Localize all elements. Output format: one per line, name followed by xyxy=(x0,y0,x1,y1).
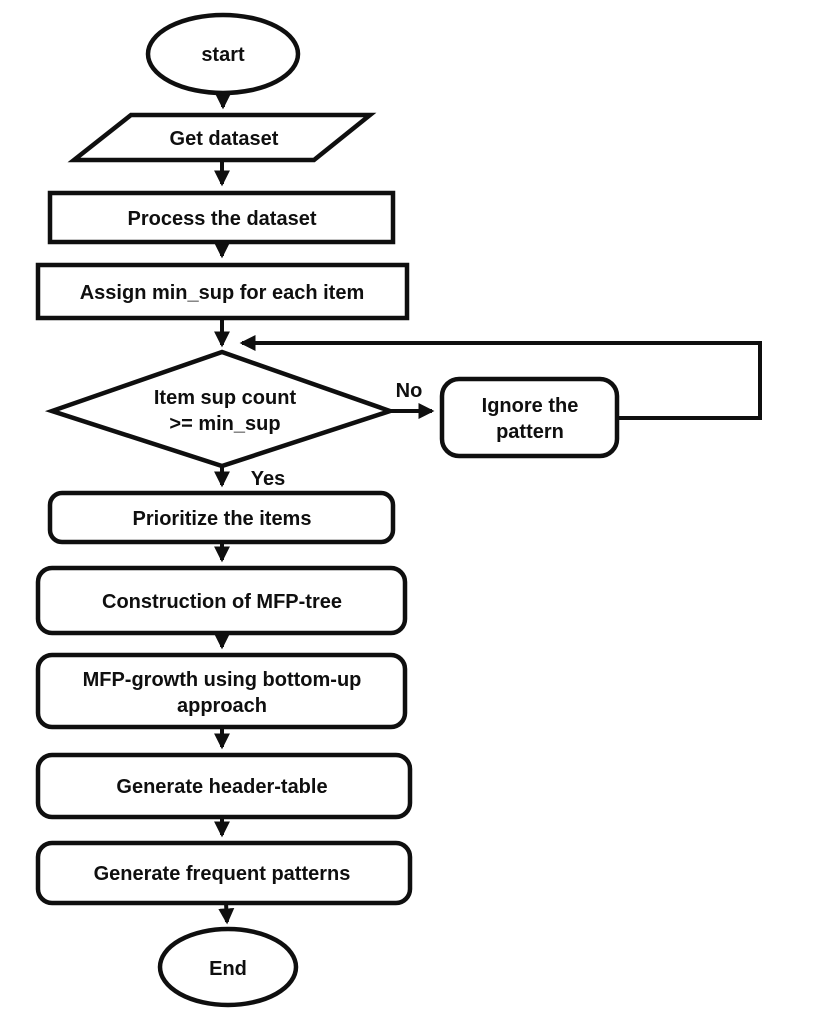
node-assign-min-sup: Assign min_sup for each item xyxy=(35,262,410,321)
edges xyxy=(214,93,762,925)
node-mfp-growth: MFP-growth using bottom-up approach xyxy=(35,652,408,730)
mfp-growth-shape xyxy=(35,652,408,730)
construct-mfp-tree-shape xyxy=(35,565,408,636)
node-process-dataset: Process the dataset xyxy=(47,190,396,245)
node-get-dataset: Get dataset xyxy=(67,112,377,163)
edge-label-no: No xyxy=(396,380,423,402)
edge-ignore-feedback-loop xyxy=(239,335,762,420)
ignore-pattern-label-line2: pattern xyxy=(496,421,564,443)
generate-frequent-patterns-label: Generate frequent patterns xyxy=(94,863,351,885)
generate-frequent-patterns-shape xyxy=(35,840,413,906)
start-label: start xyxy=(201,44,245,66)
node-prioritize-items: Prioritize the items xyxy=(47,490,396,545)
process-dataset-shape xyxy=(47,190,396,245)
node-ignore-pattern: Ignore the pattern xyxy=(439,376,620,459)
generate-header-table-label: Generate header-table xyxy=(116,776,327,798)
edge-label-yes: Yes xyxy=(251,468,285,490)
item-sup-check-label-line2: >= min_sup xyxy=(169,413,280,435)
prioritize-items-shape xyxy=(47,490,396,545)
node-generate-header-table: Generate header-table xyxy=(35,752,413,820)
node-end: End xyxy=(157,926,299,1008)
process-dataset-label: Process the dataset xyxy=(128,208,317,230)
end-label: End xyxy=(209,958,247,980)
item-sup-check-label-line1: Item sup count xyxy=(154,387,297,409)
end-terminator-shape xyxy=(157,926,299,1008)
node-generate-frequent-patterns: Generate frequent patterns xyxy=(35,840,413,906)
node-item-sup-check: Item sup count >= min_sup xyxy=(44,349,398,469)
node-start: start xyxy=(145,12,301,96)
get-dataset-label: Get dataset xyxy=(170,128,279,150)
construct-mfp-tree-label: Construction of MFP-tree xyxy=(102,591,342,613)
edge-patterns-to-end xyxy=(218,902,235,925)
generate-header-table-shape xyxy=(35,752,413,820)
mfp-growth-label-line2: approach xyxy=(177,695,267,717)
ignore-pattern-label-line1: Ignore the xyxy=(482,395,579,417)
assign-min-sup-label: Assign min_sup for each item xyxy=(80,282,365,304)
assign-min-sup-shape xyxy=(35,262,410,321)
get-dataset-io-shape xyxy=(67,112,377,163)
prioritize-items-label: Prioritize the items xyxy=(133,508,312,530)
node-construct-mfp-tree: Construction of MFP-tree xyxy=(35,565,408,636)
mfp-growth-label-line1: MFP-growth using bottom-up xyxy=(83,669,362,691)
item-sup-check-decision-shape xyxy=(44,349,398,469)
ignore-pattern-shape xyxy=(439,376,620,459)
start-terminator-shape xyxy=(145,12,301,96)
